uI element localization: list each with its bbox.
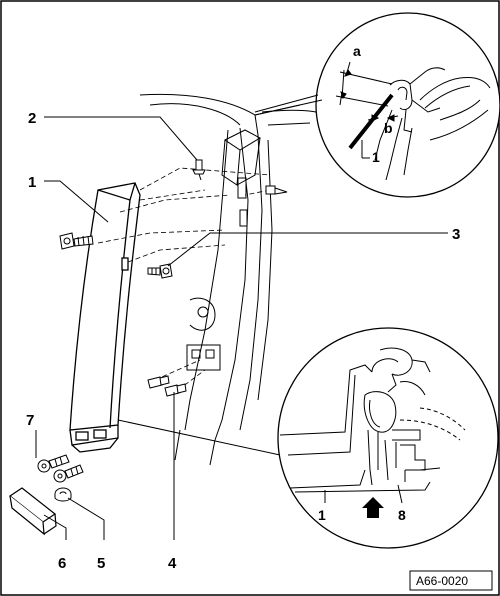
connector-bottom	[117, 419, 281, 456]
assembly-dashed-lines	[97, 167, 271, 391]
detail-bottom-circle: 1 8	[277, 327, 499, 549]
dim-label-b: b	[384, 120, 393, 136]
pillar-trim-panel	[69, 182, 141, 453]
screw-item-3	[147, 263, 173, 279]
detail-top-circle: a b 1	[254, 12, 500, 198]
callout-2: 2	[28, 110, 36, 127]
detail-top-label-1: 1	[372, 149, 380, 165]
bolt-left	[59, 232, 94, 250]
callout-1: 1	[28, 174, 36, 191]
figure-reference-label: A66-0020	[416, 574, 468, 588]
screws-item-4	[147, 375, 187, 397]
callout-leaders	[35, 116, 448, 540]
b-pillar-structure	[139, 93, 346, 466]
callout-7: 7	[26, 412, 34, 429]
screw-item-2	[192, 159, 206, 181]
insertion-arrow-icon	[362, 497, 384, 518]
figure-reference: A66-0020	[409, 570, 493, 591]
cap-item-6	[8, 487, 57, 536]
screw-right	[265, 185, 288, 195]
connector-top	[254, 94, 319, 113]
trim-edge-line	[348, 93, 394, 150]
callout-3: 3	[452, 226, 460, 243]
detail-bottom-label-8: 8	[398, 507, 406, 523]
washer-item-5	[54, 487, 72, 502]
dim-label-a: a	[353, 43, 361, 59]
callout-4: 4	[168, 555, 177, 572]
screws-item-7	[37, 454, 84, 483]
detail-bottom-label-1: 1	[318, 507, 326, 523]
callout-5: 5	[97, 555, 105, 572]
callout-6: 6	[58, 555, 66, 572]
